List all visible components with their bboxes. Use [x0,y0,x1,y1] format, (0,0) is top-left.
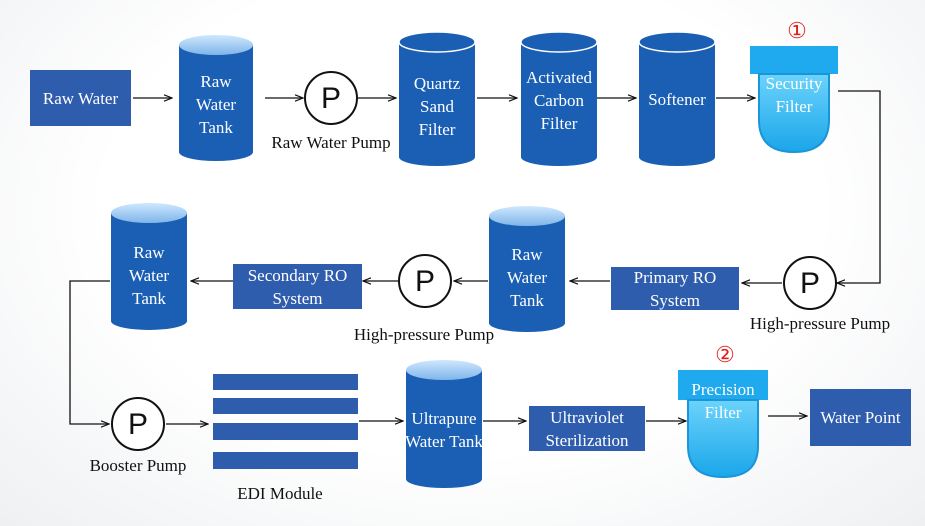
tank-raw-water-1 [179,35,253,161]
secondary-ro-system-label: Secondary RO System [247,265,348,308]
high-pressure-pump-2-symbol: P [414,264,435,298]
water-point-label: Water Point [820,408,901,427]
booster-pump-icon [111,397,165,451]
high-pressure-pump-2-caption: High-pressure Pump [353,324,495,344]
secondary-ro-box [233,264,362,309]
precision-filter-label: Precision Filter [691,380,755,422]
raw-water-pump-symbol: P [320,81,341,115]
activated-carbon-filter-label: Activated Carbon Filter [525,67,593,133]
softener-label: Softener [648,89,706,109]
primary-ro-box [611,267,739,310]
booster-pump-caption: Booster Pump [89,455,187,475]
tank-softener [638,31,716,166]
raw-water-pump-icon [304,71,358,125]
tank-raw-water-3 [111,203,187,330]
raw-water-box [30,70,131,126]
edi-module-shape [213,374,358,469]
tank-raw-water-2 [489,206,565,332]
booster-pump-symbol: P [127,407,148,441]
edi-module-caption: EDI Module [237,483,323,503]
precision-filter-marker: ② [715,341,735,367]
uv-sterilization-label: Ultraviolet Sterilization [545,407,629,450]
arrow-security-to-hp-pump-1 [837,90,881,283]
tank-ultrapure-water [406,360,482,488]
security-filter-label: Security Filter [765,74,823,116]
primary-ro-system-label: Primary RO System [633,267,717,310]
security-filter-marker: ① [787,17,807,43]
precision-filter-shape [678,370,768,479]
raw-water-tank-2-label: Raw Water Tank [506,244,548,310]
high-pressure-pump-2-icon [398,254,452,308]
security-filter-shape [750,46,838,154]
ultrapure-water-tank-label: Ultrapure Water Tank [405,409,483,451]
raw-water-pump-caption: Raw Water Pump [271,132,391,152]
water-point-box [810,389,911,446]
high-pressure-pump-1-caption: High-pressure Pump [749,313,891,333]
high-pressure-pump-1-icon [783,256,837,310]
tank-activated-carbon-filter [520,31,598,166]
raw-water-label: Raw Water [42,88,119,108]
arrow-tank-3-to-booster-pump [69,280,110,424]
high-pressure-pump-1-symbol: P [799,266,820,300]
quartz-sand-filter-label: Quartz Sand Filter [413,73,461,139]
uv-sterilization-box [529,406,645,451]
raw-water-tank-1-label: Raw Water Tank [195,71,237,137]
tank-quartz-sand-filter [398,31,476,166]
raw-water-tank-3-label: Raw Water Tank [128,242,170,308]
